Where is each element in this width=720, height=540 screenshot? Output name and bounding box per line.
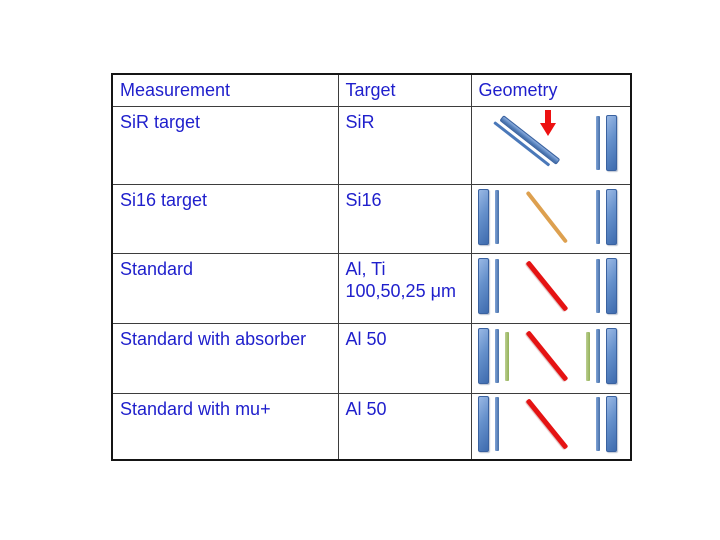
geometry-scene	[472, 107, 630, 183]
orange-diagonal-sample-icon	[526, 190, 569, 243]
measurement-cell: SiR target	[111, 105, 339, 185]
red-diagonal-sample-icon	[525, 330, 569, 382]
header-measurement: Measurement	[111, 73, 339, 107]
thick-detector-bar-icon	[606, 328, 617, 384]
target-cell: Al, Ti 100,50,25 μm	[337, 252, 472, 324]
detector-stack-left	[477, 394, 499, 455]
geometry-cell	[470, 322, 632, 394]
geometry-cell	[470, 183, 632, 254]
beam-arrow-icon	[539, 109, 556, 137]
red-diagonal-sample-icon	[525, 398, 569, 450]
measurement-cell: Standard with mu+	[111, 392, 339, 461]
geometry-scene	[472, 254, 630, 322]
target-line: Al 50	[345, 328, 387, 349]
measurement-cell: Standard	[111, 252, 339, 324]
absorber-bar-icon	[586, 331, 590, 381]
red-diagonal-sample-icon	[525, 260, 569, 312]
measurement-table: Measurement Target Geometry SiR target S…	[111, 73, 632, 461]
table-row: Standard with absorber Al 50	[111, 322, 632, 394]
geometry-cell	[470, 392, 632, 461]
table-row: SiR target SiR	[111, 105, 632, 185]
thick-detector-bar-icon	[606, 258, 617, 314]
scene-center	[478, 107, 597, 180]
thin-detector-bar-icon	[494, 329, 499, 383]
thin-detector-bar-icon	[596, 259, 600, 313]
target-cell: Si16	[337, 183, 472, 254]
table-row: Standard with mu+ Al 50	[111, 392, 632, 461]
target-cell: Al 50	[337, 392, 472, 461]
scene-center	[499, 254, 597, 319]
detector-stack-right	[596, 185, 617, 249]
thick-detector-bar-icon	[477, 396, 489, 453]
thin-detector-bar-icon	[596, 189, 600, 244]
detector-stack-right	[586, 324, 617, 389]
thin-detector-bar-icon	[494, 189, 499, 244]
detector-stack-right	[596, 107, 617, 180]
table-row: Si16 target Si16	[111, 183, 632, 254]
thick-detector-bar-icon	[477, 328, 489, 384]
thick-detector-bar-icon	[606, 396, 617, 453]
thick-detector-bar-icon	[477, 188, 489, 245]
thick-detector-bar-icon	[477, 258, 489, 314]
thick-detector-bar-icon	[606, 188, 617, 245]
measurement-cell: Standard with absorber	[111, 322, 339, 394]
scene-center	[509, 324, 587, 389]
target-line: 100,50,25 μm	[345, 280, 456, 301]
scene-center	[499, 394, 597, 455]
detector-stack-left	[477, 254, 499, 319]
target-cell: SiR	[337, 105, 472, 185]
detector-stack-right	[596, 254, 617, 319]
target-cell: Al 50	[337, 322, 472, 394]
target-line: Si16	[345, 189, 382, 210]
thin-detector-bar-icon	[596, 116, 600, 170]
detector-stack-right	[596, 394, 617, 455]
thick-detector-bar-icon	[606, 115, 617, 171]
measurement-cell: Si16 target	[111, 183, 339, 254]
thin-detector-bar-icon	[596, 397, 600, 452]
geometry-scene	[472, 394, 630, 459]
thin-detector-bar-icon	[596, 329, 600, 383]
header-row: Measurement Target Geometry	[111, 73, 632, 107]
geometry-cell	[470, 252, 632, 324]
detector-stack-left	[477, 324, 509, 389]
target-line: SiR	[345, 111, 375, 132]
target-line: Al, Ti	[345, 258, 386, 279]
geometry-scene	[472, 324, 630, 392]
table-row: Standard Al, Ti 100,50,25 μm	[111, 252, 632, 324]
scene-center	[499, 185, 597, 249]
geometry-scene	[472, 185, 630, 252]
thin-detector-bar-icon	[494, 397, 499, 452]
target-line: Al 50	[345, 398, 387, 419]
header-geometry: Geometry	[470, 73, 632, 107]
header-target: Target	[337, 73, 472, 107]
absorber-bar-icon	[504, 331, 509, 381]
thin-detector-bar-icon	[494, 259, 499, 313]
detector-stack-left	[477, 185, 499, 249]
geometry-cell	[470, 105, 632, 185]
